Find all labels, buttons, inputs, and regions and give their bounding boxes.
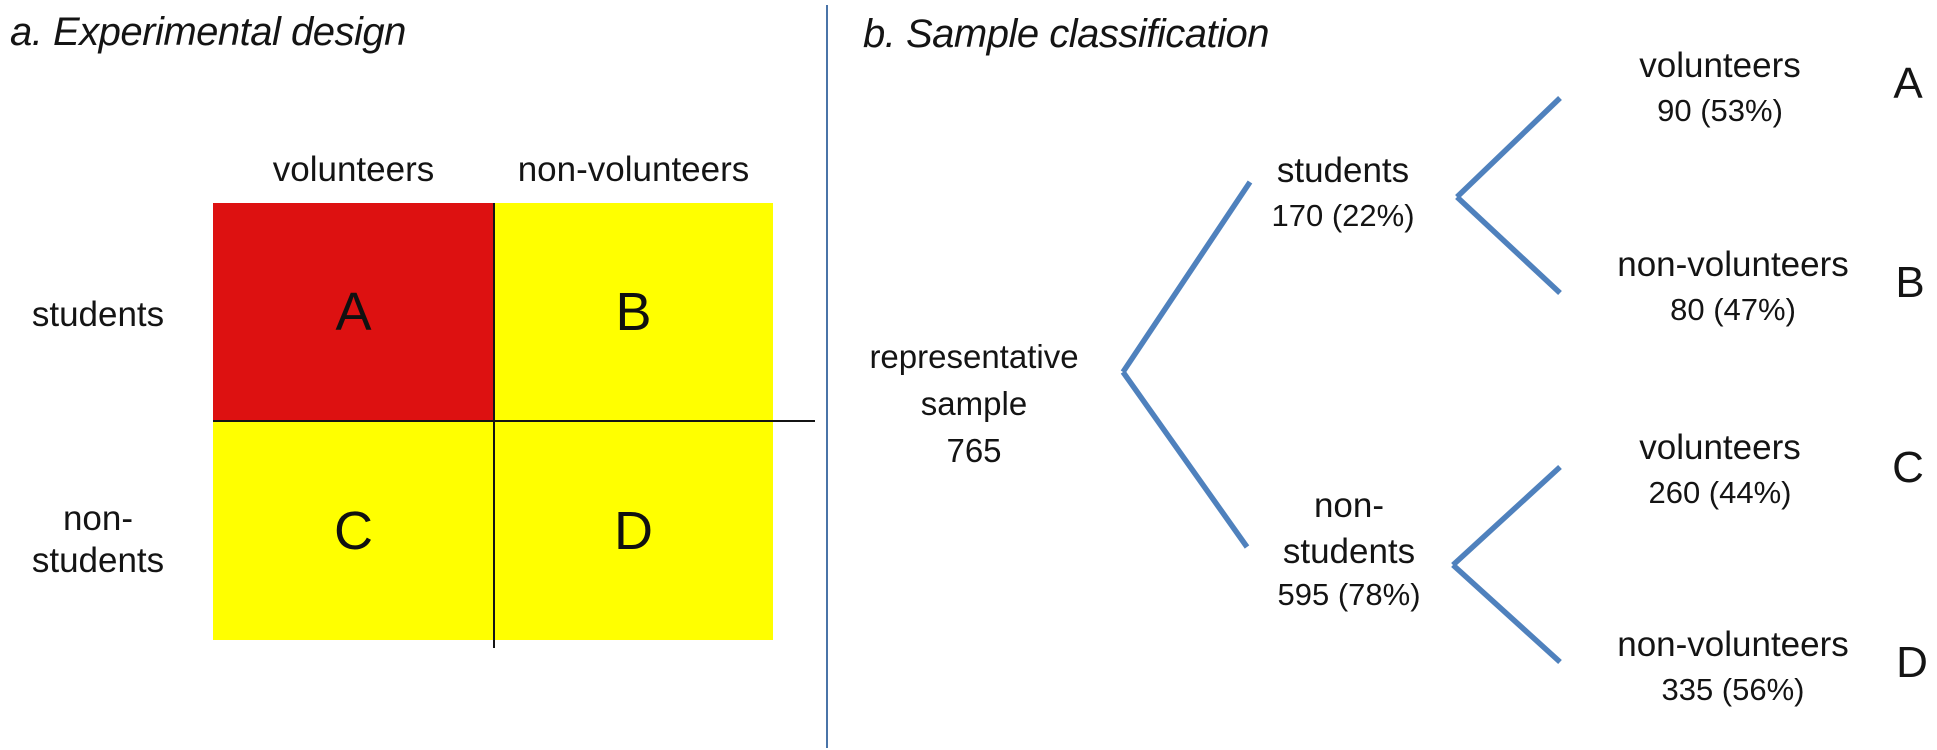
grid-vertical-divider xyxy=(493,203,495,648)
grid-cell-d: D xyxy=(494,421,773,640)
branch-line-non-students-to-volunteers xyxy=(1451,464,1562,568)
branch-line-students-to-non-volunteers xyxy=(1455,194,1562,296)
leaf-b-label: non-volunteers xyxy=(1617,245,1849,284)
leaf-a-label: volunteers xyxy=(1639,46,1801,85)
row-label-students: students xyxy=(31,295,165,334)
cell-tag-c: C xyxy=(1892,443,1924,492)
branch-line-root-to-students xyxy=(1120,180,1253,374)
leaf-c-label: volunteers xyxy=(1639,428,1801,467)
tree-node-non-students: non- students 595 (78%) xyxy=(1277,483,1420,615)
design-grid: A B C D xyxy=(213,203,815,648)
row-label-non-students-line1: non- xyxy=(62,499,134,538)
leaf-b-count: 80 (47%) xyxy=(1670,292,1796,327)
row-label-non-students-line2: students xyxy=(31,541,165,580)
root-line-2: sample xyxy=(920,385,1028,422)
branch-line-non-students-to-non-volunteers xyxy=(1451,562,1562,665)
branch-line-root-to-non-students xyxy=(1120,370,1250,549)
panel-b-title: b. Sample classification xyxy=(863,12,1269,56)
tree-leaf-non-students-volunteers: volunteers 260 (44%) xyxy=(1639,425,1800,515)
grid-cell-b: B xyxy=(494,203,773,421)
leaf-d-count: 335 (56%) xyxy=(1661,672,1805,707)
tree-node-representative-sample: representative sample 765 xyxy=(869,333,1078,474)
root-line-1: representative xyxy=(869,338,1079,375)
tree-leaf-non-students-non-volunteers: non-volunteers 335 (56%) xyxy=(1617,622,1849,712)
branch-line-students-to-volunteers xyxy=(1455,96,1562,199)
leaf-a-count: 90 (53%) xyxy=(1657,93,1783,128)
cell-tag-b: B xyxy=(1895,258,1925,307)
col-header-non-volunteers: non-volunteers xyxy=(517,150,750,189)
non-students-label-line2: students xyxy=(1282,532,1416,571)
panel-a-title: a. Experimental design xyxy=(10,10,406,54)
students-label: students xyxy=(1276,151,1410,190)
root-count: 765 xyxy=(946,432,1002,469)
panel-divider-line xyxy=(826,5,828,748)
leaf-c-count: 260 (44%) xyxy=(1648,475,1792,510)
grid-cell-c: C xyxy=(213,421,494,640)
grid-cell-a: A xyxy=(213,203,494,421)
cell-tag-a: A xyxy=(1893,59,1923,108)
cell-tag-d: D xyxy=(1896,638,1928,687)
non-students-label-line1: non- xyxy=(1313,486,1385,525)
row-label-non-students: non- students xyxy=(0,498,196,582)
non-students-count: 595 (78%) xyxy=(1277,577,1421,612)
tree-node-students: students 170 (22%) xyxy=(1271,148,1414,238)
students-count: 170 (22%) xyxy=(1271,198,1415,233)
grid-horizontal-divider xyxy=(213,420,815,422)
leaf-d-label: non-volunteers xyxy=(1617,625,1849,664)
tree-leaf-students-volunteers: volunteers 90 (53%) xyxy=(1639,43,1800,133)
col-header-volunteers: volunteers xyxy=(272,150,435,189)
tree-leaf-students-non-volunteers: non-volunteers 80 (47%) xyxy=(1617,242,1849,332)
